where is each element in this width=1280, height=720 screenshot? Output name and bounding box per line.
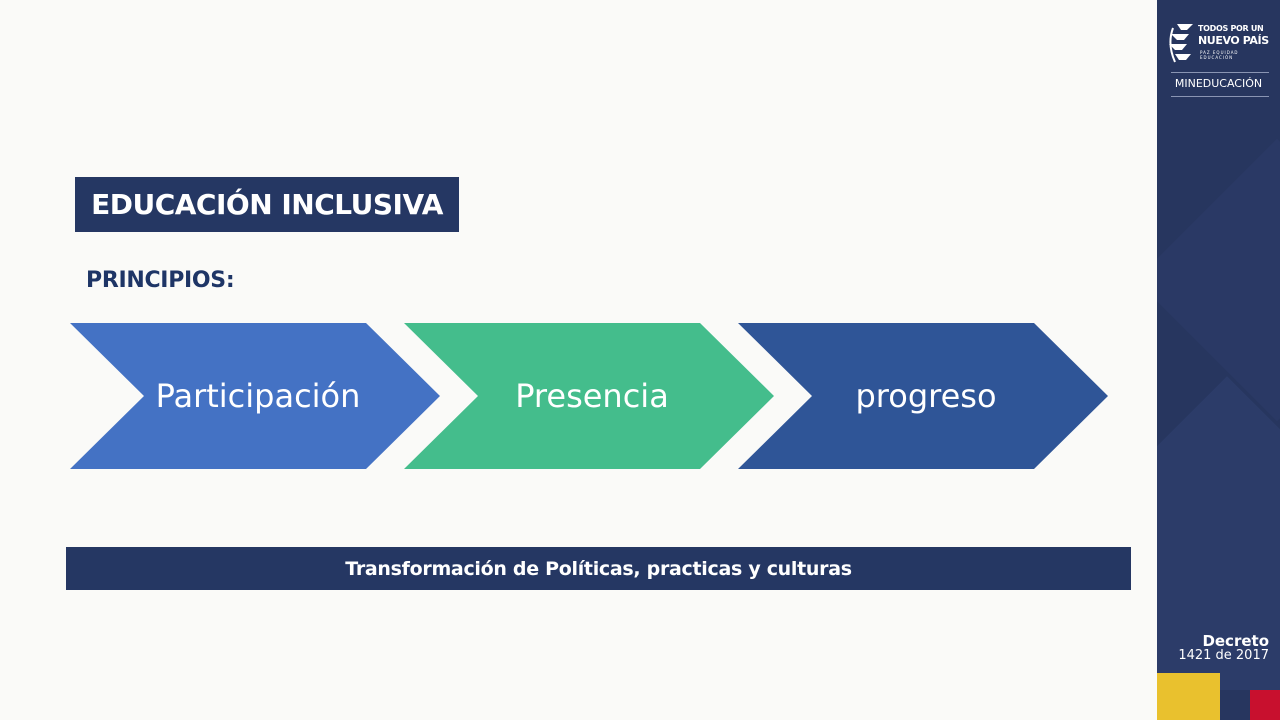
ministry-name: MINEDUCACIÓN	[1174, 77, 1263, 90]
chevron-shape	[404, 323, 774, 469]
chevron-presencia: Presencia	[404, 323, 774, 469]
logo-text-line2: NUEVO PAÍS	[1198, 34, 1269, 47]
chevron-participacion: Participación	[70, 323, 440, 469]
principles-heading: PRINCIPIOS:	[86, 268, 235, 293]
chevron-shape	[70, 323, 440, 469]
flag-stripe-yellow	[1157, 673, 1220, 720]
transformation-banner: Transformación de Políticas, practicas y…	[66, 547, 1131, 590]
slide-title: EDUCACIÓN INCLUSIVA	[75, 177, 459, 232]
ministry-sidebar: TODOS POR UN NUEVO PAÍS PAZ EQUIDAD EDUC…	[1157, 0, 1280, 720]
flag-stripe-red	[1250, 690, 1280, 720]
chevron-shape	[738, 323, 1108, 469]
chevron-label-progreso: progreso	[855, 377, 996, 415]
chevron-progreso: progreso	[738, 323, 1108, 469]
sidebar-decoration	[1157, 138, 1280, 422]
flag-stripe-blue	[1220, 690, 1250, 720]
decreto-date: 1421 de 2017	[1178, 648, 1269, 663]
divider	[1171, 72, 1269, 73]
logo-text-line1: TODOS POR UN	[1198, 24, 1264, 33]
logo-emblem-icon	[1169, 24, 1193, 63]
government-logo: TODOS POR UN NUEVO PAÍS PAZ EQUIDAD EDUC…	[1167, 20, 1272, 70]
logo-text-line3: PAZ EQUIDAD EDUCACIÓN	[1200, 50, 1239, 60]
decreto-label: Decreto	[1202, 632, 1269, 650]
principles-chevron-flow: Participación Presencia progreso	[70, 323, 1108, 469]
sidebar-decoration	[1157, 376, 1280, 720]
divider	[1171, 96, 1269, 97]
chevron-label-presencia: Presencia	[515, 377, 669, 415]
chevron-label-participacion: Participación	[156, 377, 361, 415]
